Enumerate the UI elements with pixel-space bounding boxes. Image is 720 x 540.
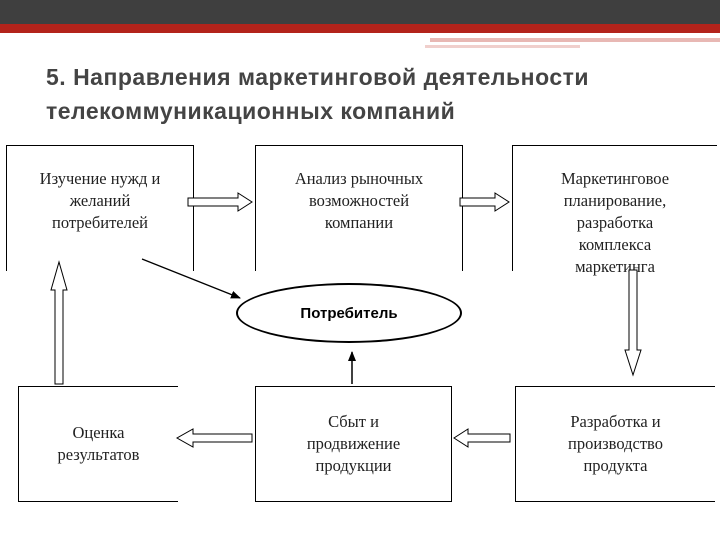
node-results-evaluation-label: Оценка результатов bbox=[57, 423, 140, 464]
node-market-analysis-label: Анализ рыночных возможностей компании bbox=[294, 169, 424, 232]
arrow-sales-to-evaluation bbox=[175, 428, 253, 448]
node-needs-study-label: Изучение нужд и желаний потребителей bbox=[39, 169, 161, 232]
node-marketing-planning: Маркетинговое планирование, разработка к… bbox=[512, 145, 717, 276]
node-sales-promotion: Сбыт и продвижение продукции bbox=[255, 386, 452, 502]
node-market-analysis: Анализ рыночных возможностей компании bbox=[255, 145, 463, 271]
header-accent-line bbox=[430, 38, 720, 42]
node-needs-study: Изучение нужд и желаний потребителей bbox=[6, 145, 194, 271]
header-accent-line-short bbox=[425, 45, 580, 48]
arrow-evaluation-to-needs bbox=[50, 260, 68, 385]
slide-title-line-2: телекоммуникационных компаний bbox=[46, 98, 456, 124]
node-sales-promotion-label: Сбыт и продвижение продукции bbox=[306, 412, 401, 475]
arrow-planning-to-production bbox=[624, 269, 642, 377]
arrow-production-to-sales bbox=[453, 428, 511, 448]
header-red-band bbox=[0, 24, 720, 33]
arrow-analysis-to-planning bbox=[459, 192, 510, 212]
slide-title: 5. Направления маркетинговой деятельност… bbox=[46, 60, 706, 128]
arrow-needs-to-analysis bbox=[187, 192, 253, 212]
node-consumer-label: Потребитель bbox=[300, 304, 398, 322]
node-consumer: Потребитель bbox=[236, 283, 462, 343]
slide-title-line-1: 5. Направления маркетинговой деятельност… bbox=[46, 64, 590, 90]
header-dark-bar bbox=[0, 0, 720, 24]
arrow-needs-to-consumer bbox=[141, 258, 241, 299]
node-product-production-label: Разработка и производство продукта bbox=[568, 412, 663, 475]
node-product-production: Разработка и производство продукта bbox=[515, 386, 715, 502]
node-marketing-planning-label: Маркетинговое планирование, разработка к… bbox=[560, 169, 670, 276]
node-results-evaluation: Оценка результатов bbox=[18, 386, 178, 502]
